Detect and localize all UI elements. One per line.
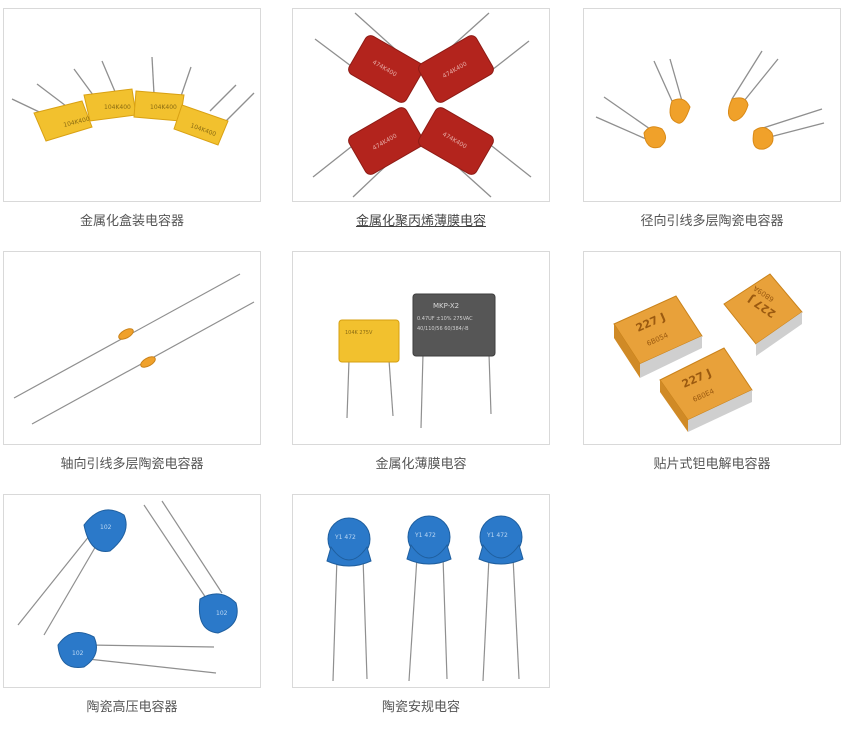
product-title[interactable]: 陶瓷高压电容器 [86, 700, 178, 715]
metallized-film-capacitor-image: MKP-X2 0.47UF ±10% 275VAC 40/110/56 60/3… [338, 293, 496, 429]
box-capacitor-marking: 104K400 [150, 104, 177, 111]
ceramic-high-voltage-capacitor-image: 102 102 102 [17, 500, 238, 674]
product-image[interactable]: 227 J 6B054 227 J 6B09A 227 J 6B0E4 [583, 251, 841, 445]
product-image[interactable]: 102 102 102 [3, 494, 261, 688]
product-card[interactable]: 227 J 6B054 227 J 6B09A 227 J 6B0E4 贴片式钽… [583, 251, 841, 473]
metallized-box-capacitor-image: 104K400 104K400 104K400 104K400 [11, 56, 255, 146]
product-card[interactable]: Y1 472 Y1 472 Y1 472 陶瓷安规电容 [292, 494, 550, 716]
product-card[interactable]: MKP-X2 0.47UF ±10% 275VAC 40/110/56 60/3… [292, 251, 550, 473]
product-title[interactable]: 金属化薄膜电容 [375, 457, 467, 472]
ceramic-safety-capacitor-image: Y1 472 Y1 472 Y1 472 [326, 515, 524, 682]
product-title[interactable]: 轴向引线多层陶瓷电容器 [60, 457, 204, 472]
metallized-polypropylene-film-capacitor-image: 474K400 474K400 474K400 474K400 [312, 12, 532, 198]
radial-multilayer-ceramic-capacitor-image [595, 50, 825, 150]
safety-capacitor-marking: Y1 472 [334, 534, 356, 541]
x2-capacitor-marking: MKP-X2 [433, 302, 459, 310]
axial-multilayer-ceramic-capacitor-image [13, 273, 255, 425]
smd-tantalum-capacitor-image: 227 J 6B054 227 J 6B09A 227 J 6B0E4 [613, 273, 803, 432]
product-title[interactable]: 径向引线多层陶瓷电容器 [640, 214, 784, 229]
hv-capacitor-marking: 102 [72, 650, 84, 657]
x2-capacitor-marking: 40/110/56 60/384/-B [417, 326, 469, 332]
product-card[interactable]: 104K400 104K400 104K400 104K400 金属化盒装电容器 [3, 8, 261, 230]
hv-capacitor-marking: 102 [100, 524, 112, 531]
x2-capacitor-marking: 0.47UF ±10% 275VAC [417, 316, 473, 322]
product-image[interactable] [3, 251, 261, 445]
box-capacitor-marking: 104K 275V [345, 330, 373, 336]
product-title[interactable]: 贴片式钽电解电容器 [653, 457, 771, 472]
product-card[interactable]: 径向引线多层陶瓷电容器 [583, 8, 841, 230]
safety-capacitor-marking: Y1 472 [414, 532, 436, 539]
safety-capacitor-marking: Y1 472 [486, 532, 508, 539]
product-card[interactable]: 轴向引线多层陶瓷电容器 [3, 251, 261, 473]
product-title[interactable]: 陶瓷安规电容 [381, 700, 460, 715]
product-title[interactable]: 金属化聚丙烯薄膜电容 [355, 214, 486, 229]
product-image[interactable]: Y1 472 Y1 472 Y1 472 [292, 494, 550, 688]
product-image[interactable]: 104K400 104K400 104K400 104K400 [3, 8, 261, 202]
product-title[interactable]: 金属化盒装电容器 [79, 214, 184, 229]
product-image[interactable]: MKP-X2 0.47UF ±10% 275VAC 40/110/56 60/3… [292, 251, 550, 445]
product-image[interactable] [583, 8, 841, 202]
product-card[interactable]: 102 102 102 陶瓷高压电容器 [3, 494, 261, 716]
product-image[interactable]: 474K400 474K400 474K400 474K400 [292, 8, 550, 202]
product-card[interactable]: 474K400 474K400 474K400 474K400 金属化聚丙烯薄膜… [292, 8, 550, 230]
hv-capacitor-marking: 102 [216, 610, 228, 617]
box-capacitor-marking: 104K400 [104, 104, 131, 111]
